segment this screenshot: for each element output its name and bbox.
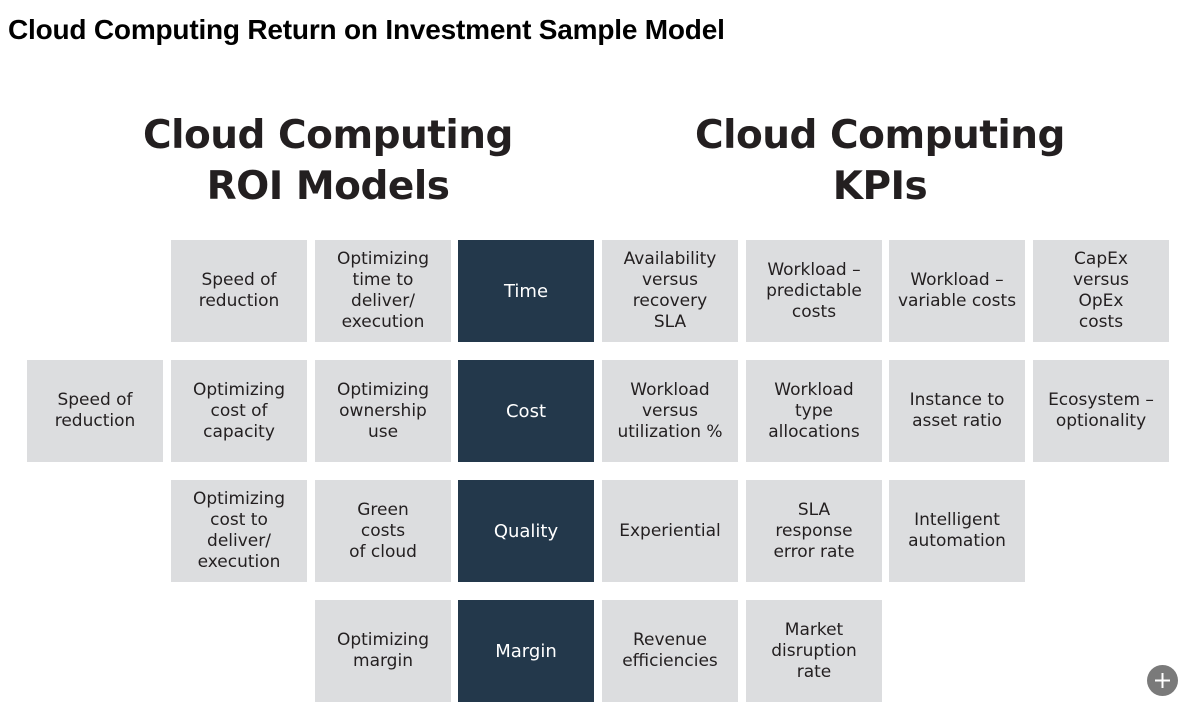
roi-model-cell: Optimizing margin <box>315 600 451 702</box>
kpi-cell: Experiential <box>602 480 738 582</box>
category-cell-margin: Margin <box>458 600 594 702</box>
kpi-cell: Revenue efficiencies <box>602 600 738 702</box>
kpi-label: CapEx versus OpEx costs <box>1073 249 1129 332</box>
kpi-cell: Availability versus recovery SLA <box>602 240 738 342</box>
kpi-label: SLA response error rate <box>773 499 855 562</box>
category-label: Cost <box>505 400 547 422</box>
kpi-cell: Market disruption rate <box>746 600 882 702</box>
kpi-label: Workload type allocations <box>768 379 860 442</box>
roi-model-cell: Optimizing time to deliver/ execution <box>315 240 451 342</box>
category-cell-time: Time <box>458 240 594 342</box>
kpi-cell: Instance to asset ratio <box>889 360 1025 462</box>
kpi-cell: Workload versus utilization % <box>602 360 738 462</box>
kpi-cell: Ecosystem – optionality <box>1033 360 1169 462</box>
category-label: Time <box>503 280 549 302</box>
kpi-cell: Workload type allocations <box>746 360 882 462</box>
roi-model-cell: Green costs of cloud <box>315 480 451 582</box>
kpi-label: Intelligent automation <box>908 510 1006 551</box>
kpi-label: Workload – variable costs <box>897 270 1017 311</box>
category-cell-quality: Quality <box>458 480 594 582</box>
plus-icon <box>1155 673 1170 688</box>
category-label: Margin <box>495 640 557 662</box>
kpi-cell: Intelligent automation <box>889 480 1025 582</box>
roi-model-label: Speed of reduction <box>198 270 280 311</box>
roi-model-label: Optimizing cost to deliver/ execution <box>192 489 286 572</box>
kpi-label: Revenue efficiencies <box>622 630 718 671</box>
page-title: Cloud Computing Return on Investment Sam… <box>8 14 725 45</box>
kpi-label: Ecosystem – optionality <box>1048 390 1154 431</box>
kpi-cell: Workload – variable costs <box>889 240 1025 342</box>
kpi-cell: Workload – predictable costs <box>746 240 882 342</box>
roi-model-cell: Optimizing cost to deliver/ execution <box>171 480 307 582</box>
roi-model-cell: Optimizing ownership use <box>315 360 451 462</box>
roi-model-label: Optimizing margin <box>336 630 430 671</box>
roi-models-heading: Cloud Computing ROI Models <box>143 113 513 209</box>
roi-model-label: Optimizing ownership use <box>336 379 430 442</box>
roi-model-cell: Optimizing cost of capacity <box>171 360 307 462</box>
roi-model-label: Optimizing cost of capacity <box>192 379 286 442</box>
kpis-heading: Cloud Computing KPIs <box>695 113 1065 209</box>
kpi-label: Experiential <box>619 520 721 541</box>
add-button[interactable] <box>1147 665 1178 696</box>
category-cell-cost: Cost <box>458 360 594 462</box>
category-label: Quality <box>493 520 559 542</box>
kpi-label: Instance to asset ratio <box>909 390 1005 431</box>
roi-model-cell: Speed of reduction <box>171 240 307 342</box>
kpi-cell: CapEx versus OpEx costs <box>1033 240 1169 342</box>
roi-model-cell: Speed of reduction <box>27 360 163 462</box>
kpi-label: Market disruption rate <box>771 619 857 682</box>
kpi-label: Availability versus recovery SLA <box>623 249 717 332</box>
kpi-label: Workload – predictable costs <box>766 259 862 322</box>
roi-model-label: Optimizing time to deliver/ execution <box>336 249 430 332</box>
roi-model-label: Speed of reduction <box>54 390 136 431</box>
kpi-cell: SLA response error rate <box>746 480 882 582</box>
roi-model-label: Green costs of cloud <box>349 499 417 562</box>
kpi-label: Workload versus utilization % <box>617 379 723 442</box>
